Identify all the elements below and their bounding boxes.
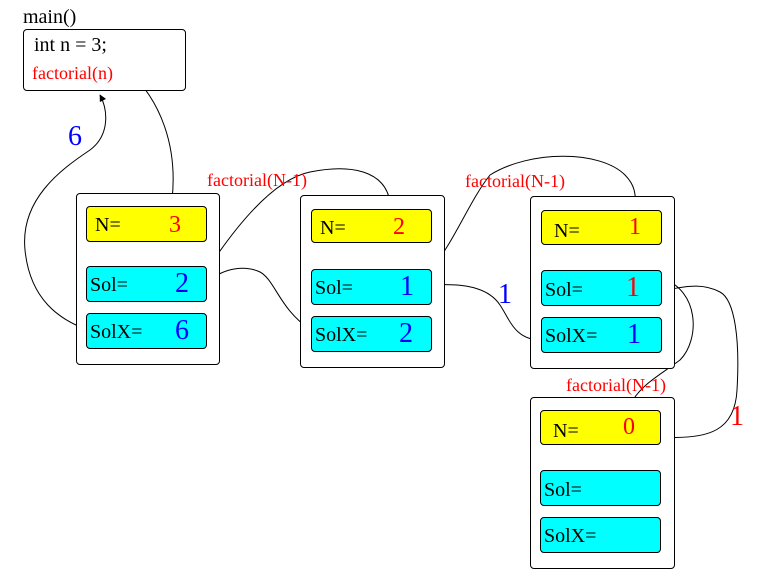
sol-label: Sol= <box>90 274 128 296</box>
call-arrow-2 <box>430 155 640 271</box>
stack-frame-2: N= 2 Sol= 1 SolX= 2 <box>300 195 445 368</box>
sol-cell: Sol= <box>540 470 661 506</box>
sol-label: Sol= <box>544 479 582 501</box>
stack-frame-4: N= 0 Sol= SolX= <box>530 397 675 569</box>
solx-label: SolX= <box>90 321 143 343</box>
solx-cell: SolX= 2 <box>311 316 432 352</box>
n-value: 1 <box>629 214 641 240</box>
solx-value: 2 <box>399 318 413 349</box>
sol-cell: Sol= 1 <box>541 270 662 306</box>
n-label: N= <box>95 214 121 236</box>
n-value: 0 <box>623 414 635 440</box>
n-label: N= <box>553 420 579 442</box>
return-arrow-6 <box>24 94 107 331</box>
sol-cell: Sol= 1 <box>311 269 432 305</box>
main-call: factorial(n) <box>32 63 113 83</box>
sol-cell: Sol= 2 <box>86 266 207 302</box>
n-value: 2 <box>393 214 405 240</box>
call-label-2: factorial(N-1) <box>465 171 565 191</box>
return-arrow-frame2 <box>209 267 312 331</box>
n-cell: N= 2 <box>311 209 432 243</box>
solx-value: 6 <box>175 315 189 346</box>
sol-label: Sol= <box>315 277 353 299</box>
call-label-1: factorial(N-1) <box>207 170 307 190</box>
sol-value: 1 <box>626 272 640 303</box>
n-cell: N= 3 <box>86 206 207 242</box>
solx-cell: SolX= 1 <box>541 317 662 353</box>
n-cell: N= 1 <box>541 210 662 245</box>
call-arrow-3 <box>629 277 694 406</box>
main-code-line: int n = 3; <box>34 34 107 56</box>
return-label-frame3: 1 <box>498 279 512 310</box>
stack-frame-1: N= 3 Sol= 2 SolX= 6 <box>76 193 220 365</box>
main-frame: int n = 3; factorial(n) <box>23 29 186 91</box>
sol-value: 1 <box>400 271 414 302</box>
return-label-6: 6 <box>68 121 82 152</box>
sol-value: 2 <box>175 268 189 299</box>
solx-label: SolX= <box>544 525 597 547</box>
solx-cell: SolX= 6 <box>86 313 207 349</box>
solx-label: SolX= <box>315 324 368 346</box>
n-cell: N= 0 <box>540 410 661 445</box>
call-label-3: factorial(N-1) <box>566 375 666 395</box>
call-arrow-1 <box>206 168 393 271</box>
n-label: N= <box>554 220 580 242</box>
solx-value: 1 <box>627 319 641 350</box>
solx-label: SolX= <box>545 325 598 347</box>
return-arrow-frame4 <box>660 285 739 438</box>
solx-cell: SolX= <box>540 517 661 553</box>
n-label: N= <box>320 217 346 239</box>
n-value: 3 <box>169 212 181 238</box>
stack-frame-3: N= 1 Sol= 1 SolX= 1 <box>530 196 675 369</box>
main-title: main() <box>23 6 77 28</box>
return-label-frame4: 1 <box>730 401 744 432</box>
sol-label: Sol= <box>545 279 583 301</box>
return-arrow-frame3 <box>433 281 542 341</box>
